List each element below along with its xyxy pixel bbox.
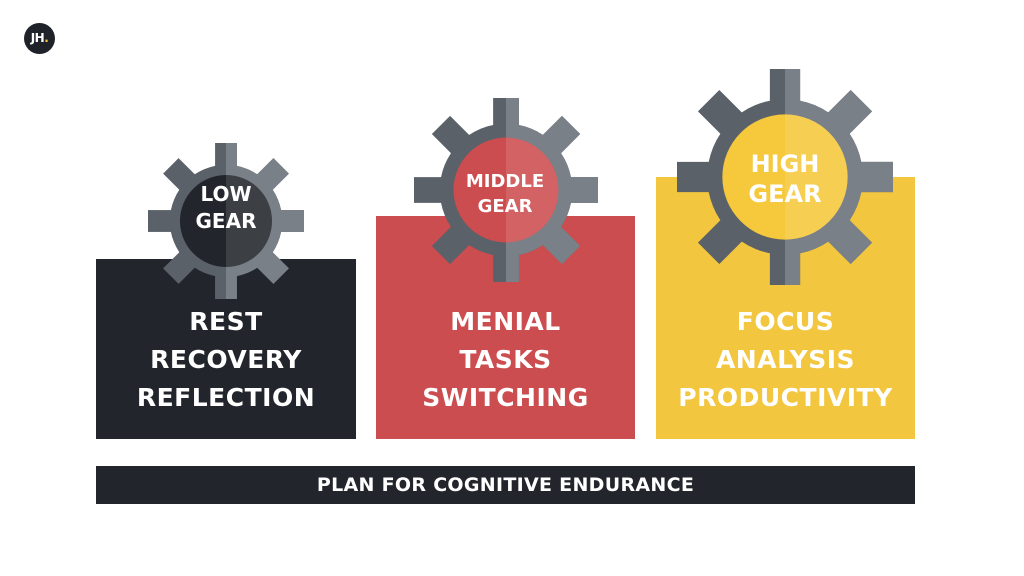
logo-dot: . (44, 31, 49, 45)
low-gear-label: LOW GEAR (176, 181, 276, 235)
gear-hub (722, 114, 848, 240)
logo-text: JH (30, 31, 45, 45)
gear-label-line: GEAR (748, 180, 822, 208)
jh-logo: JH. (24, 23, 55, 54)
panel-high-line: PRODUCTIVITY (678, 383, 893, 412)
panel-low-line: REFLECTION (136, 383, 316, 412)
panel-high-line: FOCUS (736, 307, 835, 336)
banner-plan: PLAN FOR COGNITIVE ENDURANCE (96, 466, 915, 504)
middle-gear-icon (414, 98, 598, 282)
gear-hub-highlight (506, 137, 559, 243)
gear-hub (179, 174, 273, 268)
gear-label-line: HIGH (750, 150, 820, 178)
panel-high-line: ANALYSIS (715, 345, 856, 374)
gear-label-line: LOW (200, 182, 252, 206)
gear-label-line: GEAR (477, 196, 533, 217)
panel-low-line: REST (189, 307, 263, 336)
panel-middle-line: SWITCHING (422, 383, 589, 412)
panel-middle-line: TASKS (459, 345, 552, 374)
gear-hub-highlight (785, 114, 848, 240)
gear-hub (453, 137, 559, 243)
gear-label-line: GEAR (195, 209, 257, 233)
middle-gear-label: MIDDLE GEAR (455, 169, 555, 219)
high-gear-icon (677, 69, 893, 285)
panel-middle-line: MENIAL (450, 307, 561, 336)
panel-low-line: RECOVERY (150, 345, 302, 374)
gear-label-line: MIDDLE (465, 171, 545, 192)
low-gear-icon (148, 143, 304, 299)
gear-hub-highlight (226, 174, 273, 268)
high-gear-label: HIGH GEAR (735, 149, 835, 209)
